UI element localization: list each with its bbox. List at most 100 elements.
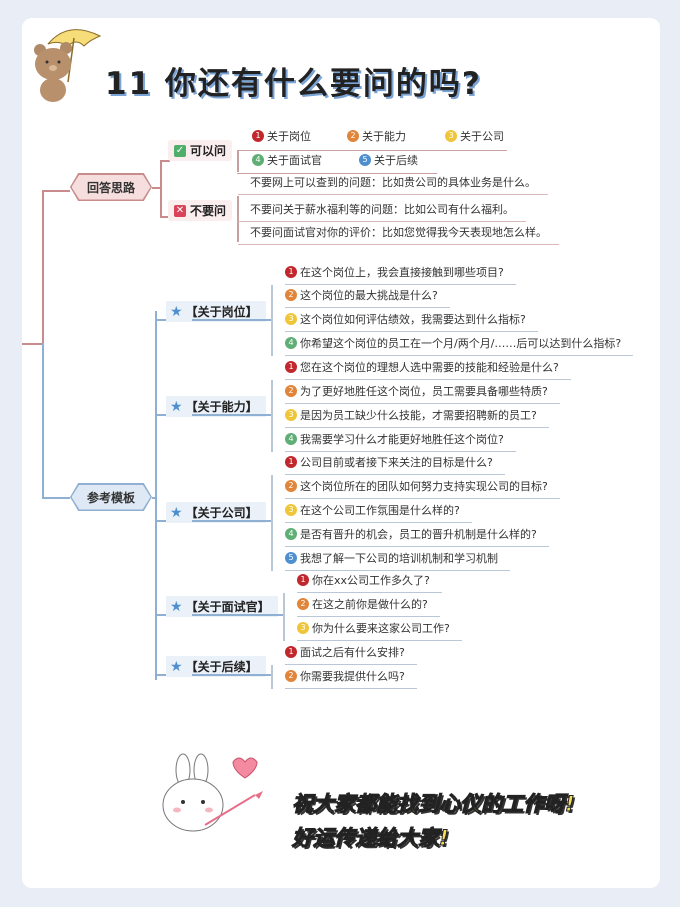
item-text: 我需要学习什么才能更好地胜任这个岗位? xyxy=(300,433,504,446)
item-text: 不要问面试官对你的评价：比如您觉得我今天表现地怎么样。 xyxy=(250,226,547,239)
number-badge-icon: 4 xyxy=(285,433,297,445)
bear-umbrella-illustration xyxy=(34,29,102,102)
item-text: 关于后续 xyxy=(374,153,418,167)
dont-ask-node: ✕不要问 xyxy=(168,200,233,221)
number-badge-icon: 2 xyxy=(347,129,359,142)
connector-line xyxy=(152,187,160,189)
connector-line xyxy=(271,380,273,452)
item-text: 这个岗位所在的团队如何努力支持实现公司的目标? xyxy=(300,480,548,493)
connector-line xyxy=(42,497,70,499)
category-label: 【关于面试官】 xyxy=(185,600,270,614)
connector-line xyxy=(271,285,273,356)
bunny-cupid-illustration xyxy=(162,753,263,832)
item-text: 在这个公司工作氛围是什么样的? xyxy=(300,504,460,517)
connector-line xyxy=(155,414,169,416)
number-badge-icon: 2 xyxy=(285,385,297,397)
item-text: 你需要我提供什么吗? xyxy=(300,670,405,683)
connector-line xyxy=(192,614,283,616)
number-badge-icon: 3 xyxy=(285,504,297,516)
star-icon: ★ xyxy=(170,504,183,521)
connector-line xyxy=(160,160,162,216)
number-badge-icon: 3 xyxy=(285,313,297,325)
dont-ask-item: 不要网上可以查到的问题：比如贵公司的具体业务是什么。 xyxy=(238,173,548,195)
item-text: 你希望这个岗位的员工在一个月/两个月/……后可以达到什么指标? xyxy=(300,337,622,350)
item-text: 在这个岗位上，我会直接接触到哪些项目? xyxy=(300,266,504,279)
item-text: 关于岗位 xyxy=(267,129,311,143)
connector-line xyxy=(271,475,273,571)
star-icon: ★ xyxy=(170,598,183,615)
can-ask-node: ✓可以问 xyxy=(168,140,233,161)
dont-ask-item: 不要问关于薪水福利等的问题：比如公司有什么福利。 xyxy=(238,200,526,222)
category-node: ★【关于能力】 xyxy=(166,396,266,417)
item-text: 您在这个岗位的理想人选中需要的技能和经验是什么? xyxy=(300,361,559,374)
item-text: 你为什么要来这家公司工作? xyxy=(312,622,450,635)
number-badge-icon: 3 xyxy=(297,622,309,634)
item-text: 你在xx公司工作多久了? xyxy=(312,574,430,587)
connector-line xyxy=(237,150,239,172)
number-badge-icon: 4 xyxy=(285,528,297,540)
number-badge-icon: 1 xyxy=(285,361,297,373)
connector-line xyxy=(42,343,44,498)
number-badge-icon: 2 xyxy=(285,670,297,682)
category-node: ★【关于后续】 xyxy=(166,656,266,677)
item-text: 不要问关于薪水福利等的问题：比如公司有什么福利。 xyxy=(250,203,514,216)
connector-line xyxy=(152,497,156,499)
number-badge-icon: 3 xyxy=(285,409,297,421)
number-badge-icon: 1 xyxy=(297,574,309,586)
connector-line xyxy=(42,190,70,192)
category-label: 【关于后续】 xyxy=(185,660,258,674)
number-badge-icon: 1 xyxy=(285,266,297,278)
dont-ask-label: 不要问 xyxy=(190,204,227,218)
item-text: 关于公司 xyxy=(460,129,504,143)
category-label: 【关于岗位】 xyxy=(185,305,258,319)
footer-line-2: 好运传递给大家! xyxy=(292,826,450,851)
category-label: 【关于能力】 xyxy=(185,400,258,414)
dont-ask-item: 不要问面试官对你的评价：比如您觉得我今天表现地怎么样。 xyxy=(238,223,559,245)
connector-line xyxy=(237,173,437,174)
connector-line xyxy=(160,216,170,218)
number-badge-icon: 2 xyxy=(297,598,309,610)
star-icon: ★ xyxy=(170,303,183,320)
item-text: 这个岗位的最大挑战是什么? xyxy=(300,289,438,302)
number-badge-icon: 5 xyxy=(359,153,371,166)
item-text: 为了更好地胜任这个岗位，员工需要具备哪些特质? xyxy=(300,385,548,398)
item-text: 公司目前或者接下来关注的目标是什么? xyxy=(300,456,493,469)
star-icon: ★ xyxy=(170,658,183,675)
check-icon: ✓ xyxy=(174,144,186,157)
category-node: ★【关于面试官】 xyxy=(166,596,278,617)
item-text: 是否有晋升的机会，员工的晋升机制是什么样的? xyxy=(300,528,537,541)
connector-line xyxy=(237,196,239,242)
item-text: 面试之后有什么安排? xyxy=(300,646,405,659)
number-badge-icon: 2 xyxy=(285,480,297,492)
connector-line xyxy=(271,665,273,689)
connector-line xyxy=(155,520,169,522)
footer-line-1: 祝大家都能找到心仪的工作呀! xyxy=(292,792,576,817)
template-node-label: 参考模板 xyxy=(71,484,151,510)
connector-line xyxy=(160,160,170,162)
item-text: 这个岗位如何评估绩效，我需要达到什么指标? xyxy=(300,313,526,326)
number-badge-icon: 3 xyxy=(445,129,457,142)
connector-line xyxy=(42,190,44,343)
answer-node: 回答思路 xyxy=(70,173,152,201)
item-text: 关于面试官 xyxy=(267,153,322,167)
number-badge-icon: 1 xyxy=(252,129,264,142)
number-badge-icon: 1 xyxy=(285,456,297,468)
connector-line xyxy=(192,319,271,321)
template-node: 参考模板 xyxy=(70,483,152,511)
category-node: ★【关于公司】 xyxy=(166,502,266,523)
